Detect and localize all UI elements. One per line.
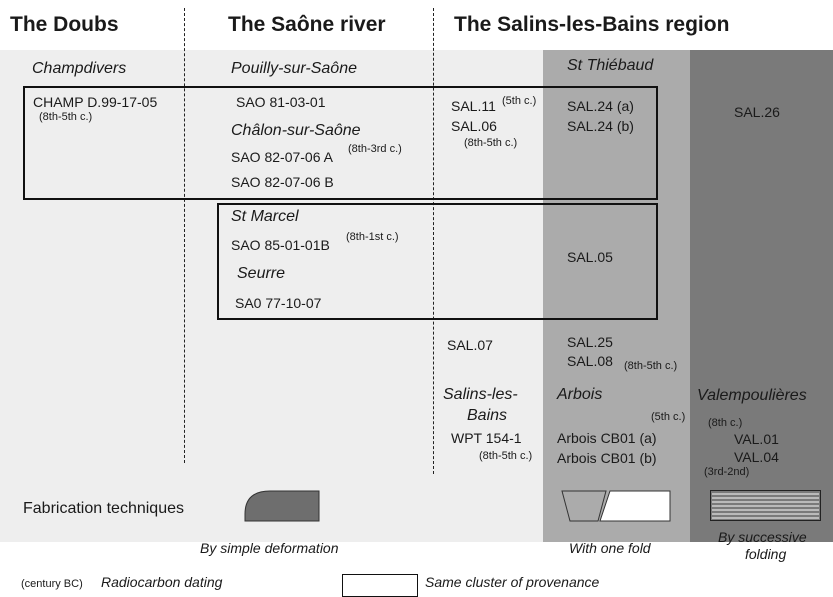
- date-val: (8th c.): [708, 417, 743, 429]
- place-valempoulieres: Valempoulières: [697, 387, 807, 404]
- legend-century-label: (century BC): [21, 578, 83, 590]
- date-sao-82a: (8th-3rd c.): [348, 143, 402, 155]
- sample-champ: CHAMP D.99-17-05: [33, 94, 158, 110]
- divider-doubs-saone: [184, 8, 185, 463]
- sample-val01: VAL.01: [734, 431, 779, 447]
- legend-successive-1: By successive: [718, 529, 807, 545]
- rounded-plate-shape-icon: [244, 490, 320, 522]
- sample-sal26: SAL.26: [734, 104, 780, 120]
- header-doubs: The Doubs: [10, 13, 119, 36]
- legend-one-fold: With one fold: [569, 540, 651, 556]
- cluster-box-1: [23, 86, 658, 200]
- sample-sao-82b: SAO 82-07-06 B: [231, 174, 334, 190]
- folded-plate-shape-icon: [561, 490, 671, 522]
- date-arbois: (5th c.): [651, 411, 686, 423]
- date-champ: (8th-5th c.): [39, 111, 93, 123]
- sample-val04: VAL.04: [734, 449, 779, 465]
- sample-sal05: SAL.05: [567, 249, 613, 265]
- place-chalon: Châlon-sur-Saône: [231, 122, 361, 139]
- legend-radiocarbon: Radiocarbon dating: [101, 574, 223, 590]
- sample-sao-81: SAO 81-03-01: [236, 94, 326, 110]
- legend-simple-deformation: By simple deformation: [200, 540, 339, 556]
- date-sal06: (8th-5th c.): [464, 137, 518, 149]
- header-salins: The Salins-les-Bains region: [454, 13, 730, 36]
- sample-sa0-77: SA0 77-10-07: [235, 295, 322, 311]
- date-val04: (3rd-2nd): [704, 466, 750, 478]
- date-sal11: (5th c.): [502, 95, 537, 107]
- sample-sal07: SAL.07: [447, 337, 493, 353]
- sample-sal06: SAL.06: [451, 118, 497, 134]
- place-arbois: Arbois: [557, 386, 603, 403]
- sample-sal24a: SAL.24 (a): [567, 98, 634, 114]
- legend-successive-2: folding: [745, 546, 787, 562]
- place-salins-1: Salins-les-: [443, 386, 518, 403]
- sample-sal25: SAL.25: [567, 334, 613, 350]
- place-seurre: Seurre: [237, 265, 286, 282]
- panel-doubs-saone: [0, 50, 543, 542]
- place-st-thiebaud: St Thiébaud: [567, 57, 654, 74]
- date-sal08: (8th-5th c.): [624, 360, 678, 372]
- date-wpt: (8th-5th c.): [479, 450, 533, 462]
- panel-successive-folding: [690, 50, 833, 542]
- cluster-box-2: [217, 203, 658, 320]
- legend-cluster-label: Same cluster of provenance: [425, 574, 600, 590]
- sample-arbois-a: Arbois CB01 (a): [557, 430, 657, 446]
- place-salins-2: Bains: [467, 407, 508, 424]
- place-pouilly: Pouilly-sur-Saône: [231, 60, 357, 77]
- header-saone: The Saône river: [228, 13, 386, 36]
- divider-saone-salins: [433, 8, 434, 474]
- sample-sao-85: SAO 85-01-01B: [231, 237, 330, 253]
- sample-wpt: WPT 154-1: [451, 430, 522, 446]
- sample-sal11: SAL.11: [451, 98, 496, 114]
- panel-one-fold: [543, 50, 690, 542]
- legend-cluster-swatch: [342, 574, 418, 597]
- sample-sal24b: SAL.24 (b): [567, 118, 634, 134]
- date-sao-85: (8th-1st c.): [346, 231, 399, 243]
- sample-sal08: SAL.08: [567, 353, 613, 369]
- sample-arbois-b: Arbois CB01 (b): [557, 450, 657, 466]
- place-champdivers: Champdivers: [32, 60, 127, 77]
- striped-plate-shape-icon: [710, 490, 821, 521]
- sample-sao-82a: SAO 82-07-06 A: [231, 149, 333, 165]
- place-st-marcel: St Marcel: [231, 208, 299, 225]
- legend-fabrication-label: Fabrication techniques: [23, 500, 184, 517]
